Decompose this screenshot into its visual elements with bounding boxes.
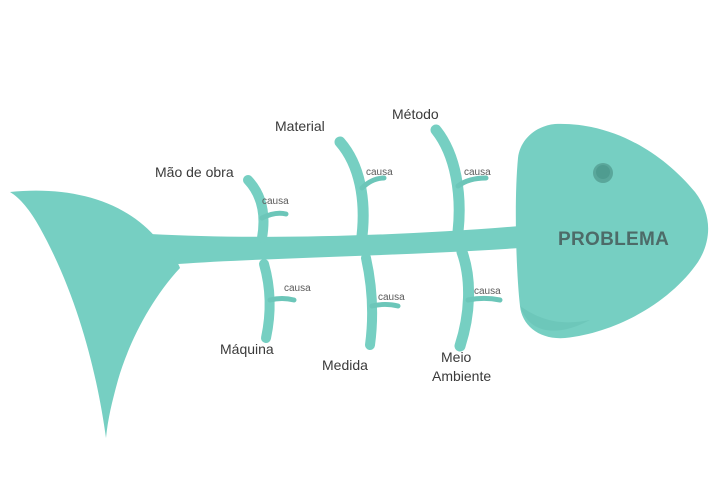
category-material: Material — [275, 118, 325, 134]
twig-metodo — [458, 178, 486, 186]
category-maquina: Máquina — [220, 341, 274, 357]
category-meio-ambiente-line1: Meio — [441, 349, 472, 365]
twig-material — [362, 178, 384, 188]
cause-label-material: causa — [366, 167, 393, 178]
rib-metodo — [436, 130, 459, 232]
category-metodo: Método — [392, 106, 439, 122]
cause-label-maquina: causa — [284, 283, 311, 294]
fish-tail — [10, 191, 180, 438]
twig-mao-de-obra — [262, 213, 286, 218]
cause-label-meio-ambiente: causa — [474, 286, 501, 297]
twig-meio-ambiente — [468, 299, 500, 301]
category-medida: Medida — [322, 357, 368, 373]
twig-medida — [372, 305, 398, 307]
rib-mao-de-obra — [248, 180, 263, 238]
rib-medida — [366, 258, 372, 345]
rib-material — [340, 142, 363, 236]
cause-label-mao-de-obra: causa — [262, 196, 289, 207]
category-meio-ambiente-line2: Ambiente — [432, 368, 491, 384]
fish-eye-highlight — [596, 165, 610, 179]
cause-label-metodo: causa — [464, 167, 491, 178]
twig-maquina — [270, 299, 294, 301]
category-mao-de-obra: Mão de obra — [155, 164, 234, 180]
cause-label-medida: causa — [378, 292, 405, 303]
problem-label: PROBLEMA — [558, 229, 669, 250]
